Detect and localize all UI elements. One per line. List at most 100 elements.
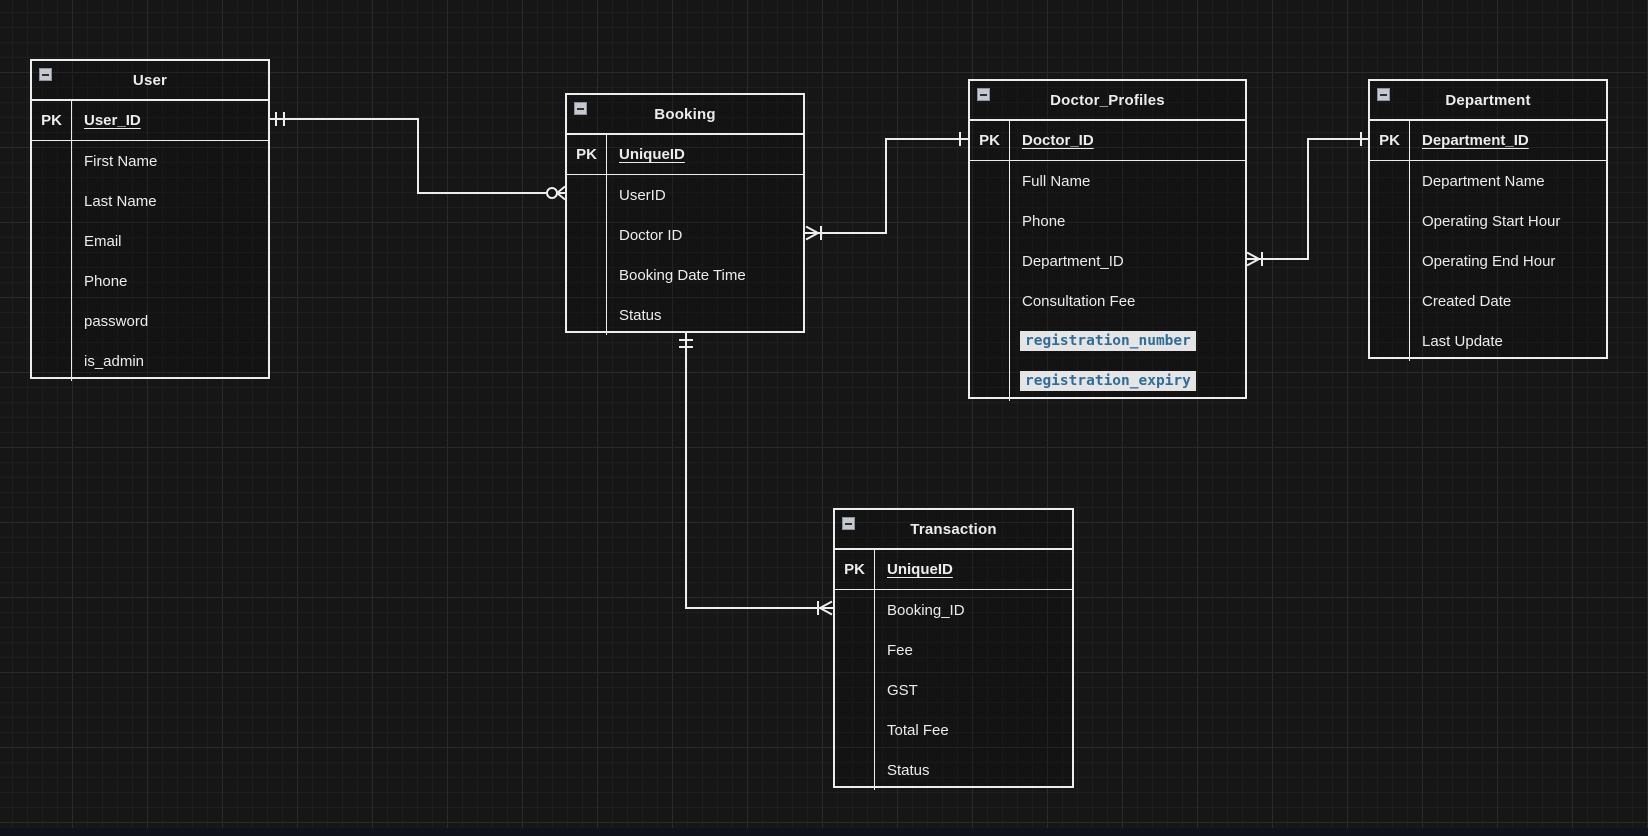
entity-department[interactable]: Department PK Department_ID Department N… (1368, 79, 1608, 361)
relationship-booking-doctorprofiles[interactable] (805, 132, 968, 241)
pk-cell (970, 281, 1010, 321)
pk-cell (970, 361, 1010, 401)
cardinality-one-and-only-one-icon (275, 112, 285, 126)
entity-transaction[interactable]: Transaction PK UniqueID Booking_ID Fee G… (833, 508, 1074, 790)
cardinality-zero-icon (546, 187, 558, 199)
field-row[interactable]: Booking Date Time (567, 255, 803, 295)
field-name: password (84, 312, 149, 330)
field-row[interactable]: Department Name (1370, 161, 1606, 201)
field-row[interactable]: Consultation Fee (970, 281, 1245, 321)
field-name: Status (619, 306, 662, 324)
entity-user[interactable]: User PK User_ID First Name Last Name Ema… (30, 59, 270, 381)
field-row[interactable]: Full Name (970, 161, 1245, 201)
relationship-line[interactable] (270, 118, 546, 194)
relationship-line[interactable] (1247, 138, 1368, 260)
entity-title: Booking (654, 105, 716, 123)
cardinality-many-crowfoot-icon (819, 600, 833, 616)
field-row[interactable]: PK Doctor_ID (970, 121, 1245, 161)
pk-cell (835, 630, 875, 670)
field-row[interactable]: is_admin (32, 341, 268, 381)
field-name: Operating End Hour (1422, 252, 1556, 270)
entity-doctor-profiles-header[interactable]: Doctor_Profiles (970, 81, 1245, 121)
pk-cell: PK (835, 550, 875, 589)
pk-cell: PK (32, 101, 72, 140)
relationship-booking-transaction[interactable] (679, 333, 833, 616)
minus-glyph (42, 73, 49, 76)
field-row[interactable]: password (32, 301, 268, 341)
field-name: User_ID (84, 112, 141, 129)
pk-cell (970, 201, 1010, 241)
field-name: UniqueID (887, 561, 953, 578)
field-name: Status (887, 761, 930, 779)
field-row[interactable]: Phone (32, 261, 268, 301)
field-name: Booking_ID (887, 601, 965, 619)
field-row[interactable]: Status (835, 750, 1072, 790)
pk-cell (567, 255, 607, 295)
field-row[interactable]: GST (835, 670, 1072, 710)
field-name: Phone (1022, 212, 1066, 230)
canvas-bottom-edge (0, 828, 1648, 836)
entity-booking-header[interactable]: Booking (567, 95, 803, 135)
entity-transaction-header[interactable]: Transaction (835, 510, 1072, 550)
pk-cell (835, 750, 875, 790)
field-row[interactable]: Total Fee (835, 710, 1072, 750)
field-row[interactable]: PK UniqueID (835, 550, 1072, 590)
field-name: Full Name (1022, 172, 1091, 190)
entity-department-header[interactable]: Department (1370, 81, 1606, 121)
field-row[interactable]: Status (567, 295, 803, 335)
field-row[interactable]: PK UniqueID (567, 135, 803, 175)
entity-title: Doctor_Profiles (1050, 91, 1165, 109)
pk-cell (567, 175, 607, 215)
field-row[interactable]: Last Update (1370, 321, 1606, 361)
collapse-minus-icon[interactable] (39, 68, 52, 81)
field-row[interactable]: Phone (970, 201, 1245, 241)
field-name-highlighted: registration_number (1020, 331, 1196, 351)
pk-cell (1370, 241, 1410, 281)
field-name: Department_ID (1422, 132, 1529, 149)
collapse-minus-icon[interactable] (977, 88, 990, 101)
field-row[interactable]: Created Date (1370, 281, 1606, 321)
entity-doctor-profiles[interactable]: Doctor_Profiles PK Doctor_ID Full Name P… (968, 79, 1247, 401)
field-row[interactable]: Department_ID (970, 241, 1245, 281)
field-row[interactable]: UserID (567, 175, 803, 215)
field-row[interactable]: Doctor ID (567, 215, 803, 255)
field-row[interactable]: Last Name (32, 181, 268, 221)
field-row[interactable]: registration_expiry (970, 361, 1245, 401)
field-name: Total Fee (887, 721, 949, 739)
collapse-minus-icon[interactable] (574, 102, 587, 115)
field-name: GST (887, 681, 918, 699)
entity-title: Transaction (910, 520, 997, 538)
field-row[interactable]: Operating Start Hour (1370, 201, 1606, 241)
pk-cell (32, 221, 72, 261)
field-name: Consultation Fee (1022, 292, 1136, 310)
field-row[interactable]: Operating End Hour (1370, 241, 1606, 281)
field-name: Operating Start Hour (1422, 212, 1561, 230)
collapse-minus-icon[interactable] (1377, 88, 1390, 101)
pk-cell (32, 341, 72, 381)
relationship-line[interactable] (805, 138, 968, 234)
field-name: Doctor ID (619, 226, 683, 244)
entity-user-header[interactable]: User (32, 61, 268, 101)
pk-cell (32, 141, 72, 181)
field-row[interactable]: Fee (835, 630, 1072, 670)
field-row[interactable]: Booking_ID (835, 590, 1072, 630)
pk-cell (970, 321, 1010, 361)
pk-cell (970, 161, 1010, 201)
field-row[interactable]: First Name (32, 141, 268, 181)
cardinality-many-crowfoot-icon (805, 225, 819, 241)
pk-cell (32, 181, 72, 221)
pk-cell (1370, 161, 1410, 201)
relationship-user-booking[interactable] (270, 112, 566, 201)
field-name: Last Update (1422, 332, 1503, 350)
field-row[interactable]: PK User_ID (32, 101, 268, 141)
collapse-minus-icon[interactable] (842, 517, 855, 530)
field-row[interactable]: PK Department_ID (1370, 121, 1606, 161)
field-row[interactable]: Email (32, 221, 268, 261)
relationship-doctorprofiles-department[interactable] (1246, 132, 1368, 267)
relationship-line[interactable] (685, 333, 833, 609)
field-row[interactable]: registration_number (970, 321, 1245, 361)
entity-booking[interactable]: Booking PK UniqueID UserID Doctor ID Boo… (565, 93, 805, 335)
minus-glyph (1380, 93, 1387, 96)
field-name-highlighted: registration_expiry (1020, 371, 1196, 391)
